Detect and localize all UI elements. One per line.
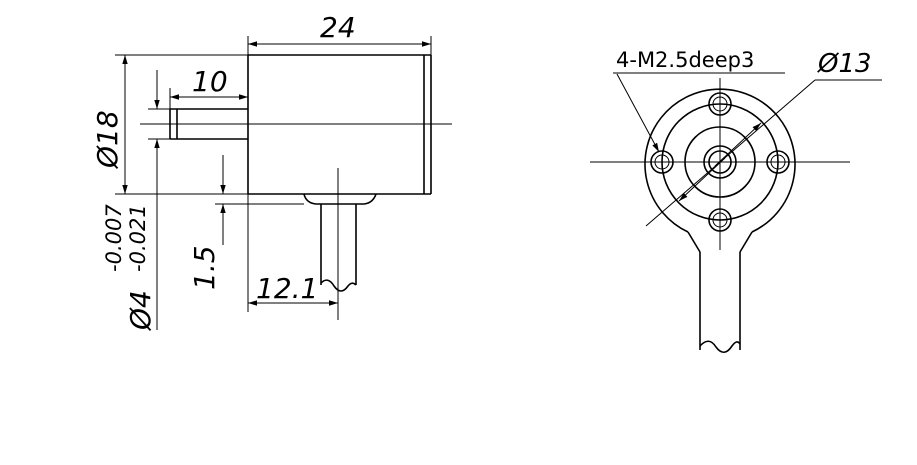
hole-bottom-outer: [708, 208, 732, 232]
hole-left-outer: [650, 150, 674, 174]
dim-cable-position-label: 12.1: [256, 272, 318, 305]
dim-bolt-circle-label: Ø13: [817, 49, 872, 79]
dim-shaft-length-label: 10: [192, 65, 228, 98]
dim-bolt-circle-13: Ø13: [645, 49, 882, 227]
dim-shaft-diameter-label: Ø4: [124, 290, 157, 331]
dim-length-label: 24: [320, 11, 356, 44]
hole-right-outer: [766, 150, 790, 174]
outer-body-circle: [644, 88, 796, 233]
dim-offset-label: 1.5: [188, 245, 221, 290]
shaft-inner-circle: [708, 150, 732, 174]
front-view: 4-M2.5deep3 Ø13: [590, 48, 882, 354]
hole-right-inner: [770, 154, 786, 170]
flange-circle: [661, 103, 779, 221]
hole-top-outer: [708, 92, 732, 116]
tolerance-lower-label: -0.021: [126, 204, 150, 272]
boss-circle: [684, 126, 756, 198]
dim-offset-1-5: 1.5: [188, 155, 304, 290]
neck-left: [687, 231, 701, 253]
dim-shaft-length-10: 10: [169, 65, 248, 109]
thread-callout: 4-M2.5deep3: [613, 48, 785, 153]
hole-bottom-inner: [712, 212, 728, 228]
dim-cable-position-12-1: 12.1: [247, 168, 339, 320]
hole-top-inner: [712, 96, 728, 112]
neck-right: [739, 231, 753, 253]
dim-length-24: 24: [247, 11, 432, 55]
thread-label: 4-M2.5deep3: [616, 48, 754, 72]
hole-left-inner: [654, 154, 670, 170]
threaded-holes: [650, 92, 790, 232]
tolerance-upper-label: -0.007: [102, 204, 126, 272]
dim-shaft-diameter-4: Ø4 -0.007 -0.021: [102, 70, 170, 331]
shaft-outer-circle: [703, 145, 737, 179]
front-cable-outline: [699, 252, 741, 354]
dim-diameter-18: Ø18: [91, 54, 248, 195]
cable-outline: [303, 193, 377, 292]
side-view: 24 10 Ø18 Ø4 -0.007 -0.021: [91, 11, 452, 331]
dim-diameter-body-label: Ø18: [91, 110, 124, 169]
